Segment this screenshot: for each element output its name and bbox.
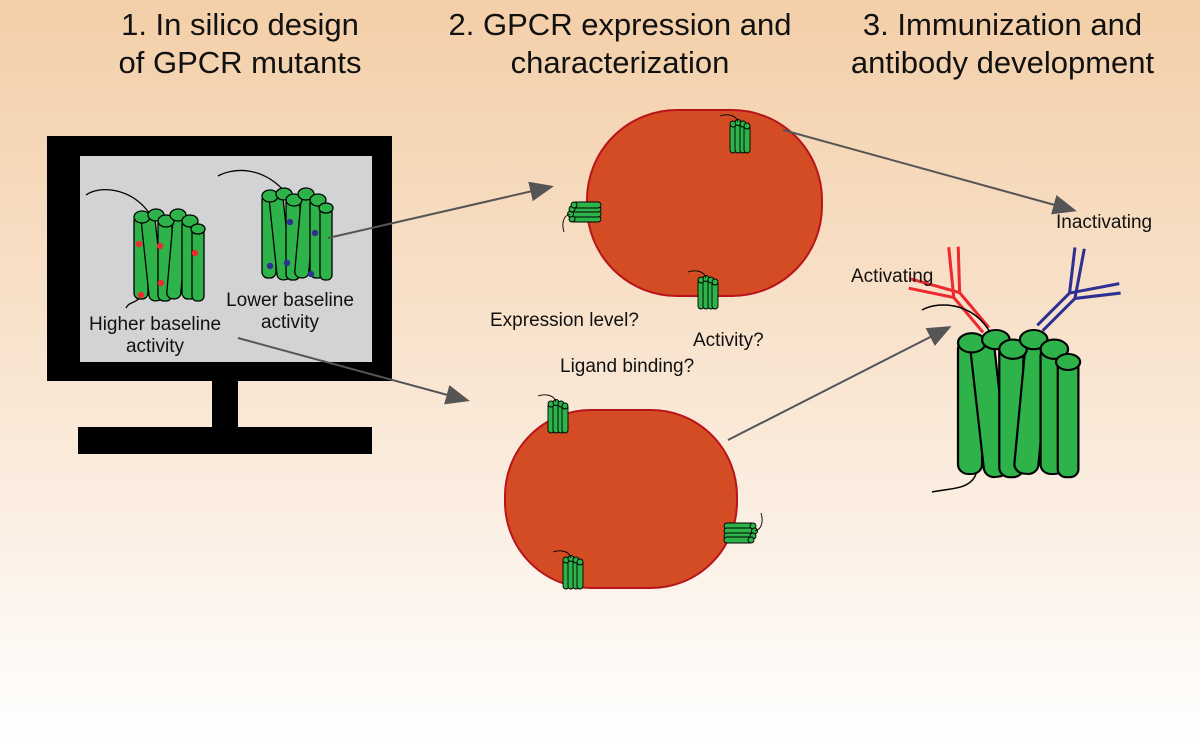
label-activating: Activating: [851, 266, 934, 287]
flow-arrows: [237, 129, 1077, 441]
cell-top: [586, 109, 823, 297]
step-3-title: 3. Immunization and antibody development: [850, 7, 1155, 80]
step-2-title: 2. GPCR expression and characterization: [448, 7, 792, 80]
label-activity: Activity?: [693, 330, 764, 351]
gpcr-mutant-lower-baseline-icon: [217, 169, 334, 282]
label-higher-baseline: Higher baseline activity: [88, 314, 222, 357]
label-expression-level: Expression level?: [490, 310, 639, 331]
cell-bottom: [504, 409, 738, 589]
label-inactivating: Inactivating: [1056, 212, 1153, 233]
label-lower-baseline: Lower baseline activity: [226, 290, 354, 333]
gpcr-mutant-higher-baseline-icon: [85, 189, 206, 309]
gpcr-large-icon: [921, 304, 1082, 493]
label-ligand-binding: Ligand binding?: [560, 356, 695, 377]
step-1-title: 1. In silico design of GPCR mutants: [118, 7, 362, 80]
